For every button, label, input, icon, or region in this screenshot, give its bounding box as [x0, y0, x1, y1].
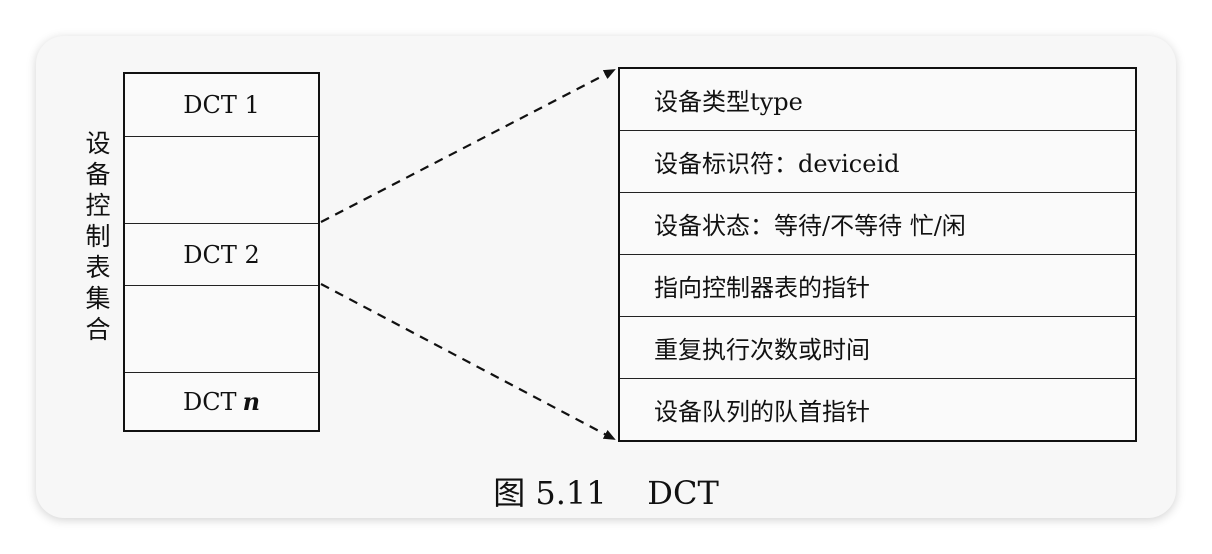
dct-field-row: 设备标识符：deviceid	[620, 131, 1135, 193]
dct-gap-cell	[125, 137, 318, 224]
device-control-table-set: DCT 1 DCT 2 DCT n	[123, 72, 320, 432]
side-label-char: 设	[85, 129, 111, 158]
dct-field-text: 设备状态：等待/不等待 忙/闲	[654, 212, 966, 240]
dct-cell-2: DCT 2	[125, 224, 318, 286]
dct-field-row: 指向控制器表的指针	[620, 255, 1135, 317]
dct-field-row: 设备类型type	[620, 69, 1135, 131]
dct-cell-n: DCT n	[125, 373, 318, 430]
dct-structure-table: 设备类型type 设备标识符：deviceid 设备状态：等待/不等待 忙/闲 …	[618, 67, 1137, 442]
side-label-char: 合	[85, 315, 111, 344]
dct-field-text: 设备标识符：deviceid	[654, 150, 900, 178]
dct-field-text: 重复执行次数或时间	[654, 336, 870, 364]
side-label-char: 集	[85, 284, 111, 313]
dct-cell-index: n	[242, 387, 261, 416]
dct-field-text: 设备队列的队首指针	[654, 398, 870, 426]
dct-field-row: 设备队列的队首指针	[620, 379, 1135, 440]
side-label-char: 表	[85, 253, 111, 282]
side-label-char: 控	[85, 191, 111, 220]
figure-caption: 图 5.11 DCT	[493, 474, 719, 512]
dct-field-row: 设备状态：等待/不等待 忙/闲	[620, 193, 1135, 255]
dct-field-text: 指向控制器表的指针	[654, 274, 870, 302]
side-label-char: 备	[85, 160, 111, 189]
side-label-char: 制	[85, 222, 111, 251]
dct-field-row: 重复执行次数或时间	[620, 317, 1135, 379]
dct-cell-1: DCT 1	[125, 74, 318, 137]
dct-field-text: 设备类型type	[654, 88, 803, 116]
side-label-vertical: 设 备 控 制 表 集 合	[78, 128, 118, 345]
dct-gap-cell	[125, 286, 318, 373]
dct-cell-label: DCT 1	[183, 91, 260, 119]
dct-cell-label: DCT	[182, 387, 237, 416]
dct-cell-label: DCT 2	[183, 240, 260, 269]
